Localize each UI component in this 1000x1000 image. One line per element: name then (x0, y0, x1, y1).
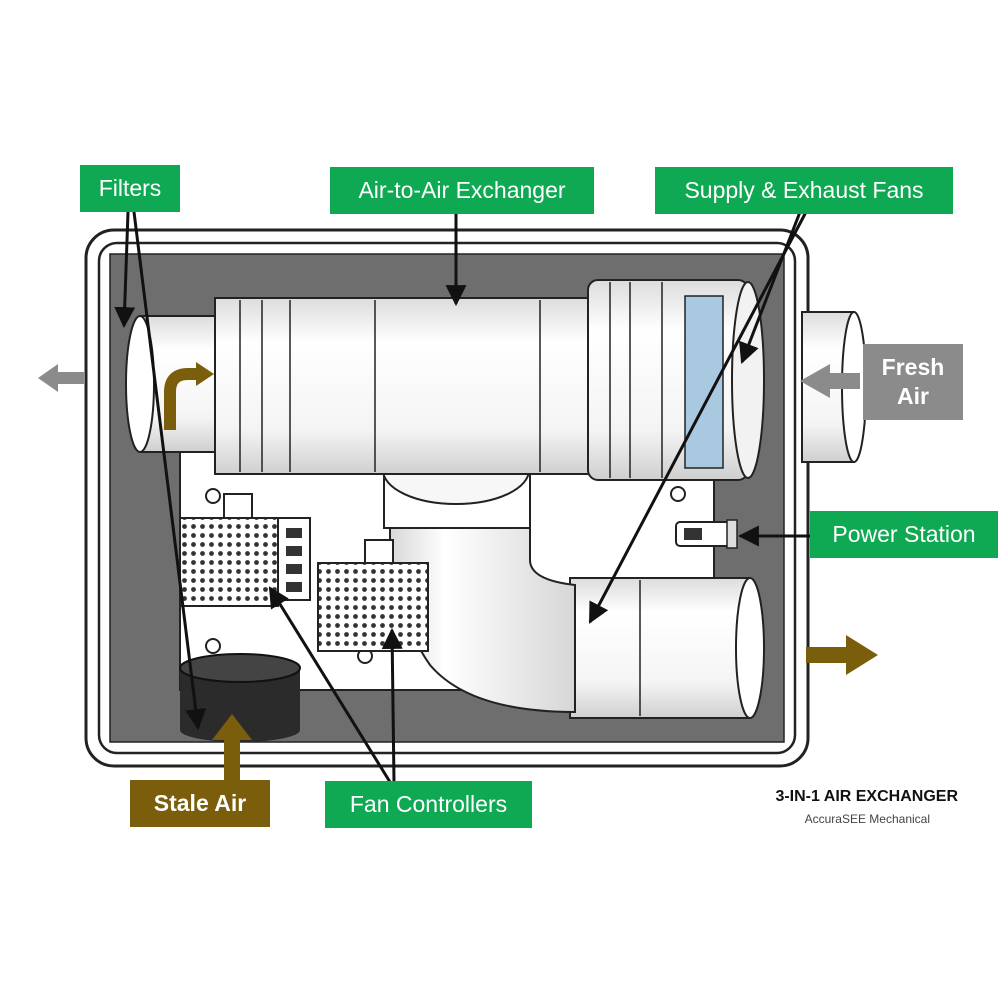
exhaust-duct (569, 577, 765, 719)
callout-pointers (114, 211, 812, 783)
fans-label: Supply & Exhaust Fans (655, 167, 953, 214)
power-station-connector (675, 519, 738, 549)
exchanger-label: Air-to-Air Exchanger (330, 167, 594, 214)
mounting-screw (670, 486, 686, 502)
caption-title: 3-IN-1 AIR EXCHANGER (775, 788, 958, 805)
fan-housing (587, 279, 765, 481)
fresh-air-arrow (800, 364, 860, 398)
exhaust-right-arrow (806, 635, 878, 675)
mounting-screw (205, 488, 221, 504)
caption-subtitle: AccuraSEE Mechanical (804, 812, 930, 826)
fan-controller-right (317, 539, 429, 652)
filters-label: Filters (80, 165, 180, 212)
fresh-air-label-line1: Fresh (881, 354, 945, 381)
fresh-air-label-line2: Air (897, 383, 929, 409)
exhaust-left-arrow (38, 364, 84, 392)
main-duct (125, 297, 596, 475)
fresh-air-label: Fresh Air (863, 344, 963, 420)
internal-airflow-arrow (164, 368, 198, 430)
fan-controller-left (179, 493, 311, 607)
mounting-screw (205, 638, 221, 654)
stale-air-label: Stale Air (130, 780, 270, 827)
internal-airflow-arrowhead (196, 362, 214, 386)
power-station-label: Power Station (810, 511, 998, 558)
stale-air-arrow (212, 714, 252, 785)
fan-controllers-label: Fan Controllers (325, 781, 532, 828)
